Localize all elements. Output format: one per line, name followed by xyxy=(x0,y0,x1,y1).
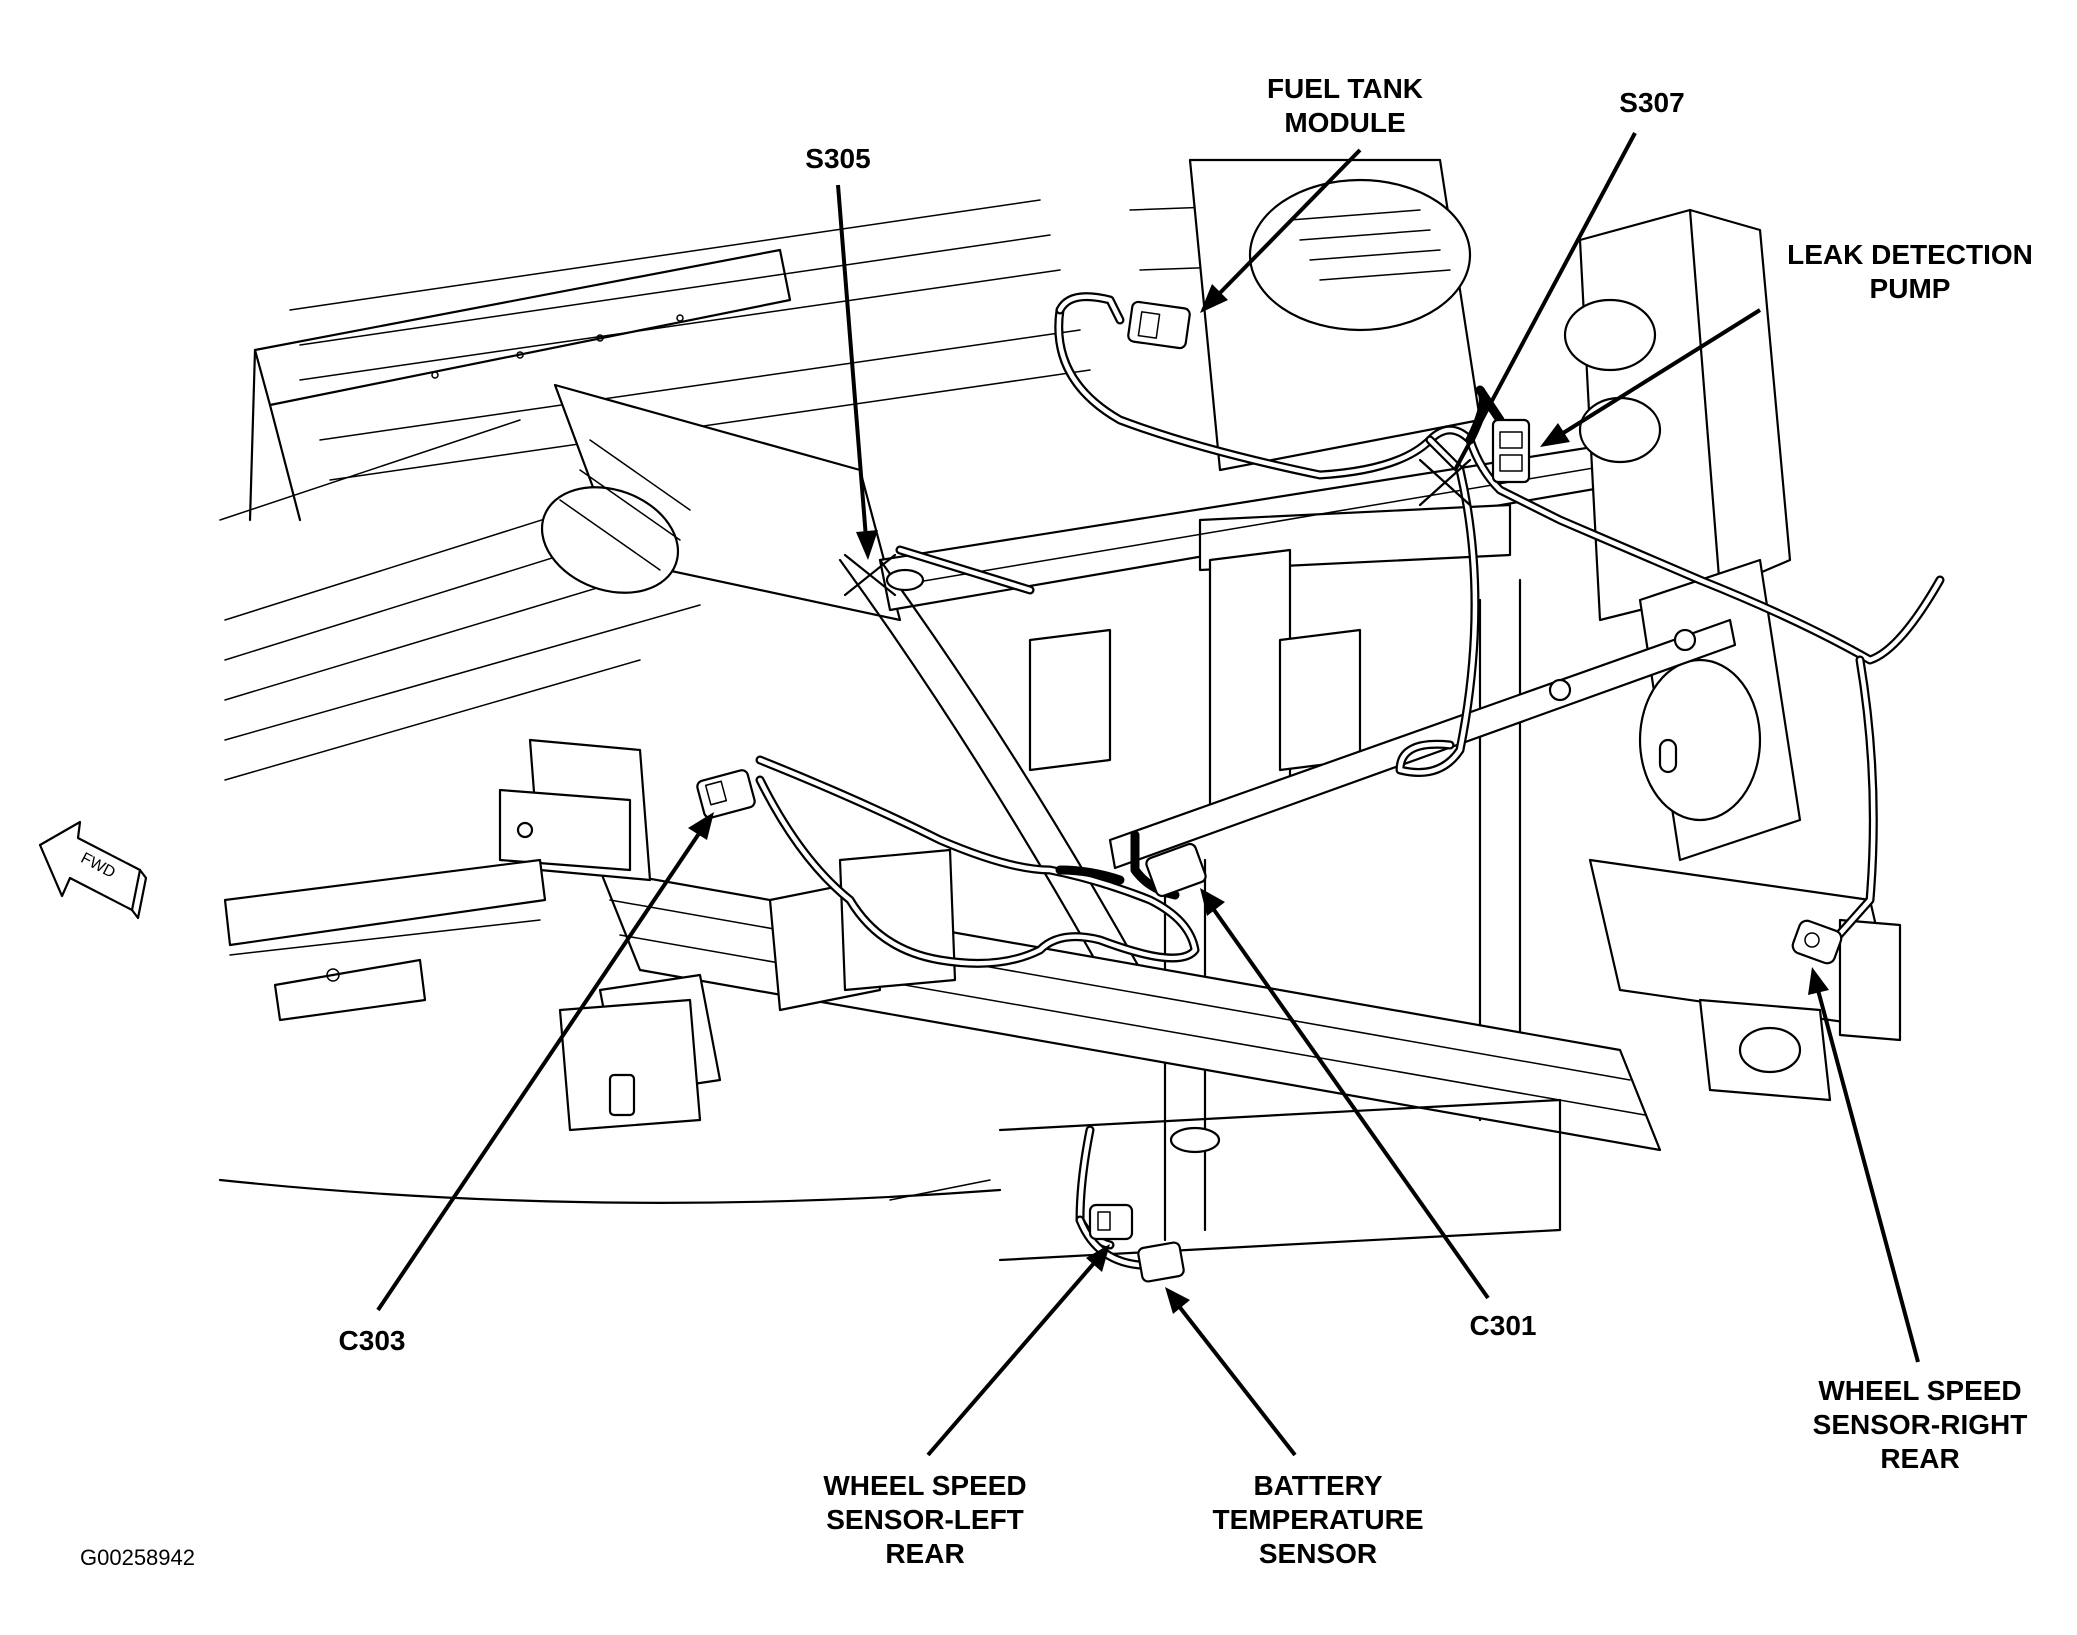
leader-s305 xyxy=(836,184,878,560)
leader-leak-detection-pump xyxy=(1540,308,1762,447)
label-wheel-speed-sensor-left-rear-line-3: REAR xyxy=(885,1538,964,1569)
label-battery-temperature-sensor-line-1: BATTERY xyxy=(1253,1470,1382,1501)
label-wheel-speed-sensor-left-rear-line-2: SENSOR-LEFT xyxy=(826,1504,1024,1535)
label-s307: S307 xyxy=(1619,87,1684,118)
label-fuel-tank-module-line-2: MODULE xyxy=(1284,107,1405,138)
center-crossmember xyxy=(540,383,902,622)
label-fuel-tank-module: FUEL TANK MODULE xyxy=(1267,73,1423,138)
label-wheel-speed-sensor-left-rear: WHEEL SPEED SENSOR-LEFT REAR xyxy=(823,1470,1026,1569)
leader-wheel-speed-sensor-right-rear xyxy=(1808,967,1920,1363)
label-wheel-speed-sensor-right-rear-line-2: SENSOR-RIGHT xyxy=(1813,1409,2028,1440)
vertical-posts xyxy=(1028,548,1522,1242)
label-c301-text: C301 xyxy=(1470,1310,1537,1341)
label-battery-temperature-sensor-line-3: SENSOR xyxy=(1259,1538,1377,1569)
battery-temperature-sensor-connector xyxy=(1137,1241,1185,1283)
label-battery-temperature-sensor-line-2: TEMPERATURE xyxy=(1212,1504,1423,1535)
wheel-speed-sensor-left-rear-connector xyxy=(1088,1203,1134,1241)
label-c303-text: C303 xyxy=(339,1325,406,1356)
wheel-speed-sensor-right-rear-connector xyxy=(1791,919,1843,965)
left-frame-rail xyxy=(248,248,792,522)
leader-c303 xyxy=(376,812,714,1312)
leader-fuel-tank-module xyxy=(1200,148,1362,313)
right-wheel-housing xyxy=(1638,558,1802,862)
label-s305-text: S305 xyxy=(805,143,870,174)
label-wheel-speed-sensor-right-rear-line-1: WHEEL SPEED xyxy=(1818,1375,2021,1406)
leak-detection-pump-connector xyxy=(1491,418,1531,484)
connector-c301 xyxy=(1145,842,1207,898)
label-fuel-tank-module-line-1: FUEL TANK xyxy=(1267,73,1423,104)
leader-c301 xyxy=(1200,888,1490,1300)
splice-s307 xyxy=(1418,458,1472,507)
label-s307-text: S307 xyxy=(1619,87,1684,118)
lower-shock-area xyxy=(218,848,1562,1262)
left-lower-arm xyxy=(223,858,547,1022)
right-tower xyxy=(1188,158,1482,472)
leader-wheel-speed-sensor-left-rear xyxy=(926,1244,1110,1457)
leader-s307 xyxy=(1453,132,1637,471)
connector-c303 xyxy=(696,769,756,819)
label-wheel-speed-sensor-right-rear: WHEEL SPEED SENSOR-RIGHT REAR xyxy=(1813,1375,2028,1474)
label-leak-detection-pump: LEAK DETECTION PUMP xyxy=(1787,239,2033,304)
label-c303: C303 xyxy=(339,1325,406,1356)
figure-id: G00258942 xyxy=(80,1545,195,1570)
label-s305: S305 xyxy=(805,143,870,174)
splice-s305 xyxy=(843,553,925,597)
leader-battery-temperature-sensor xyxy=(1165,1287,1297,1457)
label-leak-detection-pump-line-1: LEAK DETECTION xyxy=(1787,239,2033,270)
main-axle-beam xyxy=(598,868,1662,1154)
label-leak-detection-pump-line-2: PUMP xyxy=(1870,273,1951,304)
label-battery-temperature-sensor: BATTERY TEMPERATURE SENSOR xyxy=(1212,1470,1423,1569)
label-wheel-speed-sensor-left-rear-line-1: WHEEL SPEED xyxy=(823,1470,1026,1501)
right-axle-end xyxy=(1588,858,1902,1102)
far-right-bracket xyxy=(1563,208,1792,622)
left-spring-assembly xyxy=(498,738,722,1132)
fuel-tank-module-connector xyxy=(1127,300,1191,350)
label-wheel-speed-sensor-right-rear-line-3: REAR xyxy=(1880,1443,1959,1474)
label-c301: C301 xyxy=(1470,1310,1537,1341)
fwd-direction-marker: FWD xyxy=(38,820,148,920)
